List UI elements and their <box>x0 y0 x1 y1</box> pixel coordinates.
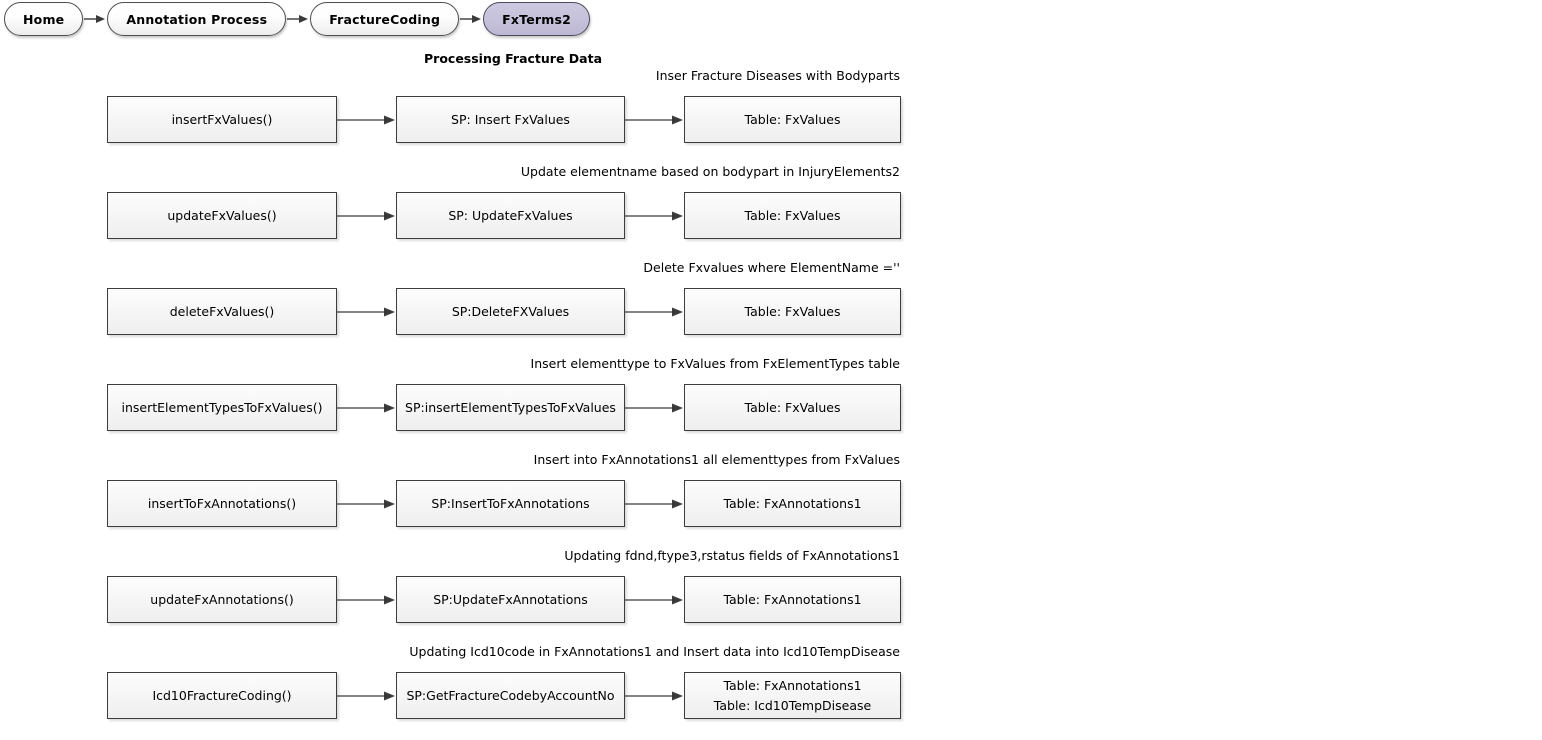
stored-procedure-node[interactable]: SP:DeleteFXValues <box>396 288 625 335</box>
table-node-label: Table: FxValues <box>744 111 841 127</box>
breadcrumb-item-annotation-process[interactable]: Annotation Process <box>107 2 287 36</box>
flow-row: Delete Fxvalues where ElementName ='' del… <box>0 260 1542 356</box>
function-node-label: insertFxValues() <box>171 111 273 127</box>
function-node[interactable]: updateFxAnnotations() <box>107 576 337 623</box>
table-node-label: Table: FxAnnotations1 <box>723 495 862 511</box>
function-node-label: updateFxAnnotations() <box>150 591 294 607</box>
table-node-label-secondary: Table: Icd10TempDisease <box>713 697 872 713</box>
stored-procedure-node-label: SP:InsertToFxAnnotations <box>431 495 590 511</box>
table-node[interactable]: Table: FxValues <box>684 192 901 239</box>
table-node[interactable]: Table: FxAnnotations1 <box>684 480 901 527</box>
flow-row-annotation: Insert elementtype to FxValues from FxEl… <box>530 356 900 371</box>
function-node[interactable]: updateFxValues() <box>107 192 337 239</box>
arrow-right-icon <box>83 13 107 25</box>
page-title: Processing Fracture Data <box>424 51 603 66</box>
table-node[interactable]: Table: FxAnnotations1 <box>684 576 901 623</box>
arrow-right-icon <box>625 192 684 239</box>
function-node[interactable]: deleteFxValues() <box>107 288 337 335</box>
table-node-label: Table: FxAnnotations1 <box>723 591 862 607</box>
flow-row: Insert into FxAnnotations1 all elementty… <box>0 452 1542 548</box>
flow-row-annotation: Insert into FxAnnotations1 all elementty… <box>533 452 900 467</box>
stored-procedure-node[interactable]: SP: UpdateFxValues <box>396 192 625 239</box>
arrow-right-icon <box>337 288 396 335</box>
function-node[interactable]: insertElementTypesToFxValues() <box>107 384 337 431</box>
stored-procedure-node-label: SP: UpdateFxValues <box>448 207 573 223</box>
stored-procedure-node-label: SP:DeleteFXValues <box>451 303 570 319</box>
flow-row: Updating fdnd,ftype3,rstatus fields of F… <box>0 548 1542 644</box>
arrow-right-icon <box>337 480 396 527</box>
arrow-right-icon <box>286 13 310 25</box>
flow-row: Insert elementtype to FxValues from FxEl… <box>0 356 1542 452</box>
stored-procedure-node[interactable]: SP:InsertToFxAnnotations <box>396 480 625 527</box>
stored-procedure-node[interactable]: SP:UpdateFxAnnotations <box>396 576 625 623</box>
function-node[interactable]: Icd10FractureCoding() <box>107 672 337 719</box>
flow-row: Inser Fracture Diseases with Bodyparts in… <box>0 68 1542 164</box>
flow-row-annotation: Updating Icd10code in FxAnnotations1 and… <box>409 644 900 659</box>
table-node-label: Table: FxValues <box>744 399 841 415</box>
arrow-right-icon <box>625 96 684 143</box>
function-node-label: Icd10FractureCoding() <box>152 687 292 703</box>
table-node-label: Table: FxAnnotations1 <box>723 678 862 694</box>
flow-row-annotation: Update elementname based on bodypart in … <box>520 164 900 179</box>
table-node-label: Table: FxValues <box>744 207 841 223</box>
arrow-right-icon <box>625 576 684 623</box>
function-node[interactable]: insertFxValues() <box>107 96 337 143</box>
stored-procedure-node-label: SP:insertElementTypesToFxValues <box>405 399 616 415</box>
stored-procedure-node-label: SP: Insert FxValues <box>451 111 570 127</box>
function-node-label: updateFxValues() <box>167 207 277 223</box>
arrow-right-icon <box>337 576 396 623</box>
table-node[interactable]: Table: FxValues <box>684 96 901 143</box>
arrow-right-icon <box>337 672 396 719</box>
breadcrumb: Home Annotation Process FractureCoding FxTe… <box>4 1 590 37</box>
function-node[interactable]: insertToFxAnnotations() <box>107 480 337 527</box>
arrow-right-icon <box>625 288 684 335</box>
flow-row-annotation: Inser Fracture Diseases with Bodyparts <box>655 68 900 83</box>
flow-row-annotation: Updating fdnd,ftype3,rstatus fields of F… <box>564 548 900 563</box>
function-node-label: deleteFxValues() <box>169 303 275 319</box>
table-node[interactable]: Table: FxValues <box>684 384 901 431</box>
flow-row: Updating Icd10code in FxAnnotations1 and… <box>0 644 1542 740</box>
arrow-right-icon <box>337 384 396 431</box>
function-node-label: insertToFxAnnotations() <box>147 495 297 511</box>
breadcrumb-item-fxterms2[interactable]: FxTerms2 <box>483 2 590 36</box>
arrow-right-icon <box>337 192 396 239</box>
arrow-right-icon <box>337 96 396 143</box>
flow-row-annotation: Delete Fxvalues where ElementName ='' <box>643 260 900 275</box>
stored-procedure-node-label: SP:GetFractureCodebyAccountNo <box>406 687 615 703</box>
stored-procedure-node[interactable]: SP: Insert FxValues <box>396 96 625 143</box>
function-node-label: insertElementTypesToFxValues() <box>121 399 323 415</box>
arrow-right-icon <box>625 672 684 719</box>
arrow-right-icon <box>625 480 684 527</box>
arrow-right-icon <box>459 13 483 25</box>
table-node[interactable]: Table: FxValues <box>684 288 901 335</box>
breadcrumb-item-fracturecoding[interactable]: FractureCoding <box>310 2 460 36</box>
stored-procedure-node[interactable]: SP:insertElementTypesToFxValues <box>396 384 625 431</box>
stored-procedure-node[interactable]: SP:GetFractureCodebyAccountNo <box>396 672 625 719</box>
breadcrumb-item-home[interactable]: Home <box>4 2 84 36</box>
flow-row: Update elementname based on bodypart in … <box>0 164 1542 260</box>
stored-procedure-node-label: SP:UpdateFxAnnotations <box>433 591 588 607</box>
table-node-label: Table: FxValues <box>744 303 841 319</box>
arrow-right-icon <box>625 384 684 431</box>
